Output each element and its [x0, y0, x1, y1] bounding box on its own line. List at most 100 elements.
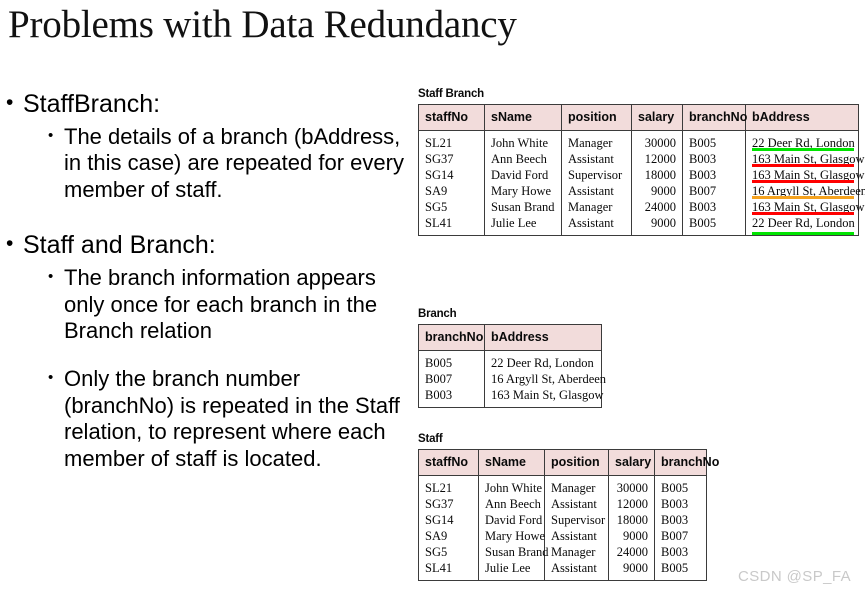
- cell-position: Assistant: [544, 496, 609, 512]
- column-header-position: position: [561, 104, 632, 131]
- cell-salary: 9000: [608, 528, 655, 544]
- bullet-marker-icon: •: [6, 232, 14, 256]
- cell-sname: Julie Lee: [478, 560, 545, 581]
- cell-baddress-text: 22 Deer Rd, London: [752, 136, 855, 150]
- cell-staffno: SL21: [418, 475, 479, 496]
- cell-staffno: SL21: [418, 130, 485, 151]
- table-row: SL21 John White Manager 30000 B005: [418, 475, 707, 496]
- cell-position: Assistant: [561, 151, 632, 167]
- bullet-staff-and-branch-heading: • Staff and Branch:: [6, 231, 406, 259]
- bullet-marker-icon: •: [6, 91, 14, 114]
- cell-position: Manager: [544, 475, 609, 496]
- column-header-baddress: bAddress: [745, 104, 859, 131]
- column-header-sname: sName: [478, 449, 545, 476]
- table-header-row: staffNo sName position salary branchNo: [418, 449, 719, 476]
- column-header-salary: salary: [608, 449, 655, 476]
- cell-branchno: B005: [682, 215, 746, 236]
- cell-salary: 9000: [608, 560, 655, 581]
- cell-baddress: 22 Deer Rd, London: [746, 215, 859, 236]
- cell-salary: 9000: [631, 183, 683, 199]
- table-row: B005 22 Deer Rd, London: [418, 350, 602, 371]
- cell-baddress: 16 Argyll St, Aberdeen: [746, 183, 865, 199]
- cell-branchno: B003: [682, 151, 746, 167]
- cell-branchno: B005: [682, 130, 746, 151]
- branch-table: branchNo bAddress B005 22 Deer Rd, Londo…: [418, 324, 607, 408]
- branch-table-block: Branch branchNo bAddress B005 22 Deer Rd…: [418, 308, 607, 408]
- bullet-staffbranch-detail: • The details of a branch (bAddress, in …: [48, 124, 406, 203]
- cell-staffno: SA9: [418, 528, 479, 544]
- column-header-branchno: branchNo: [654, 449, 719, 476]
- cell-baddress: 163 Main St, Glasgow: [491, 388, 604, 402]
- cell-baddress: 163 Main St, Glasgow: [746, 199, 865, 215]
- cell-branchno: B003: [661, 545, 689, 559]
- staff-branch-table: staffNo sName position salary branchNo b…: [418, 104, 865, 236]
- table-row: SL41 Julie Lee Assistant 9000 B005: [418, 560, 707, 581]
- cell-salary: 30000: [608, 475, 655, 496]
- cell-baddress-text: 16 Argyll St, Aberdeen: [752, 184, 865, 198]
- cell-branchno: B005: [661, 481, 689, 495]
- table-row: SG37 Ann Beech Assistant 12000 B003: [418, 496, 707, 512]
- bullet-staff-relation-detail: • Only the branch number (branchNo) is r…: [48, 366, 406, 472]
- cell-baddress: 22 Deer Rd, London: [746, 131, 859, 151]
- staff-branch-caption: Staff Branch: [418, 88, 484, 100]
- cell-baddress-text: 22 Deer Rd, London: [752, 216, 855, 230]
- bullet-text: Only the branch number (branchNo) is rep…: [64, 366, 400, 471]
- cell-salary: 24000: [608, 544, 655, 560]
- cell-salary: 30000: [631, 130, 683, 151]
- cell-sname: David Ford: [484, 167, 562, 183]
- cell-branchno: B005: [418, 350, 485, 371]
- column-header-staffno: staffNo: [418, 104, 485, 131]
- bullet-text: The branch information appears only once…: [64, 265, 378, 343]
- cell-baddress: 16 Argyll St, Aberdeen: [491, 372, 607, 386]
- staff-table: staffNo sName position salary branchNo S…: [418, 449, 719, 581]
- cell-sname: Mary Howe: [478, 528, 545, 544]
- table-row: B007 16 Argyll St, Aberdeen: [418, 371, 607, 387]
- cell-salary: 18000: [631, 167, 683, 183]
- bullet-staffbranch-heading: • StaffBranch:: [6, 90, 406, 118]
- cell-sname: Ann Beech: [478, 496, 545, 512]
- bullet-branch-relation-detail: • The branch information appears only on…: [48, 265, 406, 344]
- cell-staffno: SG5: [418, 199, 485, 215]
- cell-sname: Susan Brand: [478, 544, 549, 560]
- table-row: SG14 David Ford Supervisor 18000 B003: [418, 512, 707, 528]
- cell-sname: John White: [478, 475, 545, 496]
- column-header-branchno: branchNo: [418, 324, 485, 351]
- cell-staffno: SG5: [418, 544, 479, 560]
- cell-position: Manager: [544, 544, 609, 560]
- bullet-text: The details of a branch (bAddress, in th…: [64, 124, 404, 202]
- bullet-list: • StaffBranch: • The details of a branch…: [6, 86, 406, 472]
- cell-position: Assistant: [561, 215, 632, 236]
- cell-baddress-text: 163 Main St, Glasgow: [752, 200, 865, 214]
- bullet-text: StaffBranch:: [23, 90, 161, 118]
- column-header-staffno: staffNo: [418, 449, 479, 476]
- highlight-underline-green: [752, 148, 854, 151]
- cell-sname: David Ford: [478, 512, 545, 528]
- cell-staffno: SG14: [418, 167, 485, 183]
- cell-branchno: B007: [682, 183, 746, 199]
- column-header-position: position: [544, 449, 609, 476]
- cell-sname: John White: [484, 130, 562, 151]
- spacer: [6, 203, 406, 227]
- table-header-row: staffNo sName position salary branchNo b…: [418, 104, 859, 131]
- cell-branchno: B007: [418, 371, 485, 387]
- highlight-underline-red: [752, 212, 854, 215]
- cell-salary: 12000: [631, 151, 683, 167]
- cell-staffno: SA9: [418, 183, 485, 199]
- cell-branchno: B007: [661, 529, 689, 543]
- bullet-text: Staff and Branch:: [23, 231, 216, 260]
- cell-staffno: SG14: [418, 512, 479, 528]
- bullet-marker-icon: •: [48, 268, 54, 286]
- column-header-sname: sName: [484, 104, 562, 131]
- cell-salary: 24000: [631, 199, 683, 215]
- cell-staffno: SG37: [418, 496, 479, 512]
- cell-position: Supervisor: [561, 167, 632, 183]
- cell-salary: 18000: [608, 512, 655, 528]
- cell-staffno: SL41: [418, 215, 485, 236]
- spacer: [6, 344, 406, 360]
- highlight-underline-red: [752, 164, 854, 167]
- cell-salary: 12000: [608, 496, 655, 512]
- table-row: SL21 John White Manager 30000 B005 22 De…: [418, 130, 859, 151]
- column-header-branchno: branchNo: [682, 104, 747, 131]
- cell-sname: Julie Lee: [484, 215, 562, 236]
- cell-branchno: B003: [661, 497, 689, 511]
